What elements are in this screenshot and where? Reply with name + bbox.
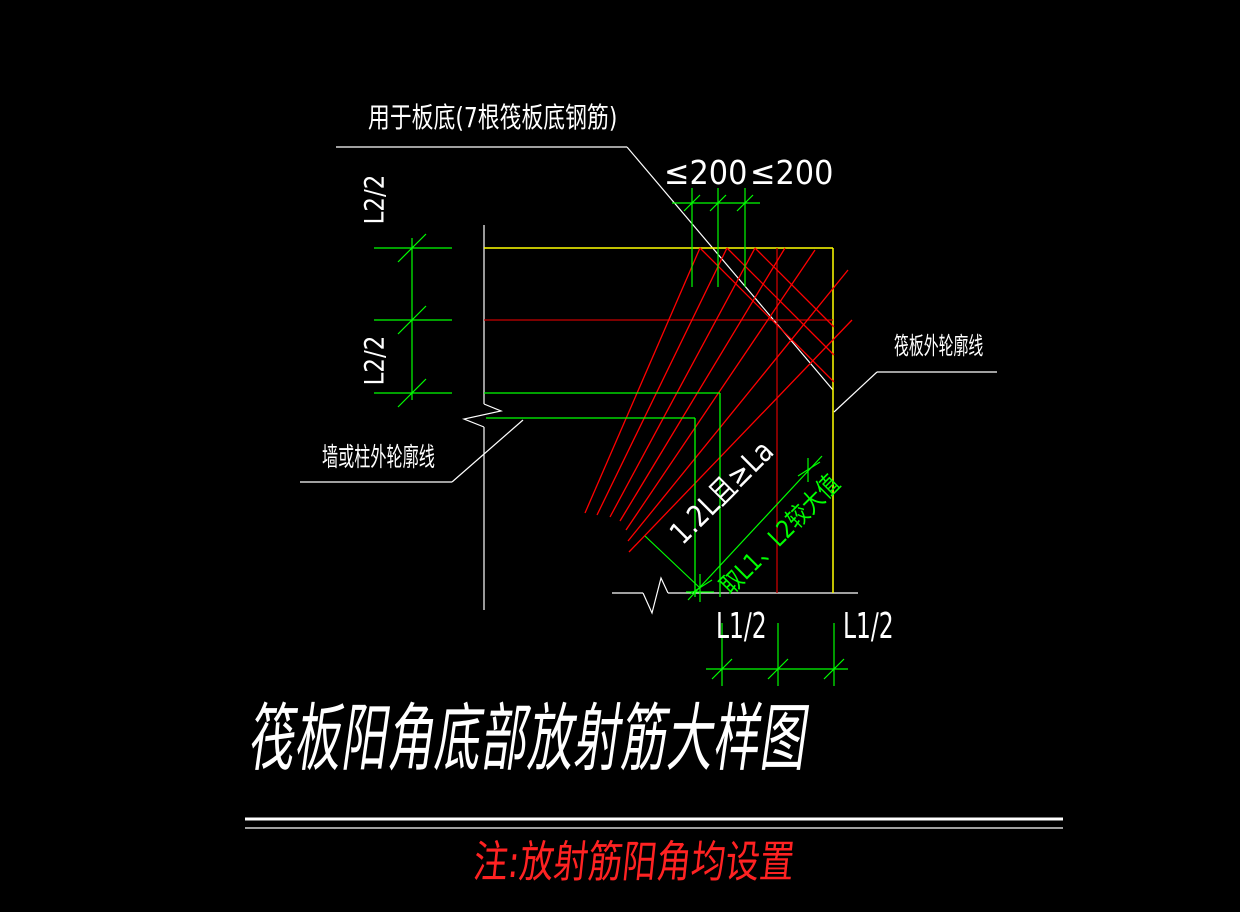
radial-bar-4 [619,247,786,522]
drawing-note: 注:放射筋阳角均设置 [471,837,797,888]
corner-bar-2 [726,247,835,356]
bottom-break-symbol [642,576,669,615]
radial-bar-5 [625,249,816,531]
length-tick-2b [797,461,821,477]
l2-tick-1 [397,233,427,263]
l1-tick-3 [823,658,845,680]
corner-bar-1 [699,247,835,383]
radial-bar-3 [609,247,756,518]
l2-tick-3 [397,378,427,408]
drawing-title: 筏板阳角底部放射筋大样图 [244,696,815,782]
l2-dim-text-1: L2/2 [359,174,391,225]
corner-bar-3 [754,247,835,328]
slab-outline-label: 筏板外轮廓线 [894,332,984,360]
radial-bar-2 [596,247,728,516]
l2-dim-text-2: L2/2 [359,335,391,386]
top-leader-diagonal [626,146,834,391]
wall-outline-label: 墙或柱外轮廓线 [322,443,435,473]
l1-tick-1 [711,658,733,680]
l1-tick-2 [767,658,789,680]
spacing-dim-text-1: ≤200 [664,153,748,192]
spacing-tick-2 [709,194,727,212]
spacing-tick-3 [736,194,754,212]
left-break-symbol [461,403,504,428]
radial-bar-6 [627,269,849,542]
radial-bar-1 [584,247,701,514]
length-dim-lead [644,535,701,589]
top-rebar-note: 用于板底(7根筏板底钢筋) [368,101,618,134]
l1-dim-text-1: L1/2 [716,606,767,647]
spacing-dim-text-2: ≤200 [750,153,834,192]
radial-bar-7 [628,319,853,553]
spacing-tick-1 [683,194,701,212]
l1-dim-text-2: L1/2 [843,606,894,647]
length-dim-line [687,455,823,601]
slab-label-leader [833,371,878,413]
l2-tick-2 [397,305,427,335]
wall-label-leader [451,419,524,483]
